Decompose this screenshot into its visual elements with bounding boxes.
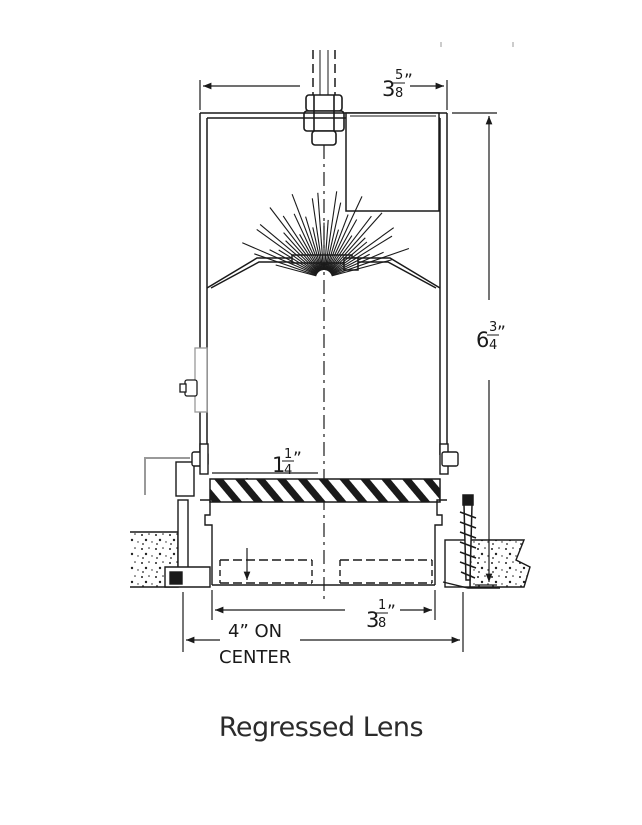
light-ray [305, 216, 323, 271]
regress-unit: ” [293, 449, 302, 469]
light-ray [278, 249, 318, 275]
regress-num: 1 [284, 447, 292, 462]
light-ray [329, 241, 368, 274]
top-width-unit: ” [404, 71, 413, 91]
light-ray [311, 198, 324, 271]
light-ray [325, 202, 342, 271]
figure-caption: Regressed Lens [218, 712, 424, 743]
light-ray [282, 215, 321, 272]
light-ray [331, 251, 384, 276]
light-ray [242, 242, 317, 276]
bottom-width-num: 1 [378, 598, 386, 613]
mounting-clip-right [439, 443, 459, 475]
height-den: 4 [489, 338, 497, 353]
driver-box [345, 112, 440, 212]
ceiling-left [130, 499, 211, 588]
light-ray [330, 235, 393, 275]
light-ray [254, 253, 317, 276]
mounting-clip-left [144, 443, 209, 497]
led-light-rays [242, 191, 410, 277]
regress-whole: 1 [272, 453, 285, 477]
regress-den: 4 [284, 463, 292, 478]
height-label: 6 3 4 ” [476, 320, 506, 353]
on-center-dimension [182, 592, 464, 652]
hex-nut [303, 94, 345, 146]
threaded-rod [312, 50, 336, 100]
light-ray [327, 219, 358, 272]
top-width-den: 8 [395, 86, 403, 101]
bottom-width-whole: 3 [366, 608, 379, 632]
height-whole: 6 [476, 328, 489, 352]
height-num: 3 [489, 320, 497, 335]
light-ray [329, 237, 366, 273]
light-ray [326, 214, 349, 271]
ceiling-right [442, 539, 531, 589]
light-ray [324, 191, 338, 271]
light-ray [293, 213, 322, 271]
light-ray [275, 264, 317, 277]
light-ray [328, 215, 372, 273]
on-center-label-line2: CENTER [219, 647, 291, 668]
light-ray [327, 235, 353, 272]
light-ray [259, 223, 319, 274]
light-ray [325, 229, 340, 271]
light-ray [269, 207, 320, 273]
trim-frame [200, 499, 447, 586]
light-ray [291, 194, 322, 271]
top-width-num: 5 [395, 68, 403, 83]
top-width-dimension [199, 80, 448, 110]
wood-screw [459, 494, 477, 581]
light-ray [330, 253, 370, 275]
light-ray [256, 228, 318, 274]
top-width-label: 3 5 8 ” [382, 68, 413, 101]
bottom-width-unit: ” [387, 602, 396, 622]
regressed-lens-section-drawing: 3 5 8 ” [130, 42, 531, 668]
regress-label: 1 1 4 ” [272, 447, 302, 478]
light-ray [285, 240, 319, 273]
bottom-width-dimension [211, 590, 436, 620]
corner-ticks [440, 42, 514, 47]
light-ray [330, 227, 395, 274]
light-ray [269, 249, 318, 275]
bottom-width-label: 3 1 8 ” [366, 598, 396, 632]
light-ray [299, 234, 321, 272]
light-ray [331, 259, 392, 277]
on-center-label-line1: 4” ON [228, 621, 282, 642]
lens [209, 478, 441, 503]
light-ray [328, 212, 383, 273]
bottom-width-den: 8 [378, 616, 386, 631]
height-dimension [452, 112, 497, 586]
side-bracket [179, 347, 208, 413]
light-ray [312, 227, 323, 271]
light-ray [326, 196, 363, 271]
top-width-whole: 3 [382, 77, 395, 101]
height-unit: ” [497, 323, 506, 343]
light-ray [324, 219, 329, 271]
light-ray [317, 192, 324, 271]
light-ray [331, 247, 410, 276]
light-ray [283, 232, 320, 273]
